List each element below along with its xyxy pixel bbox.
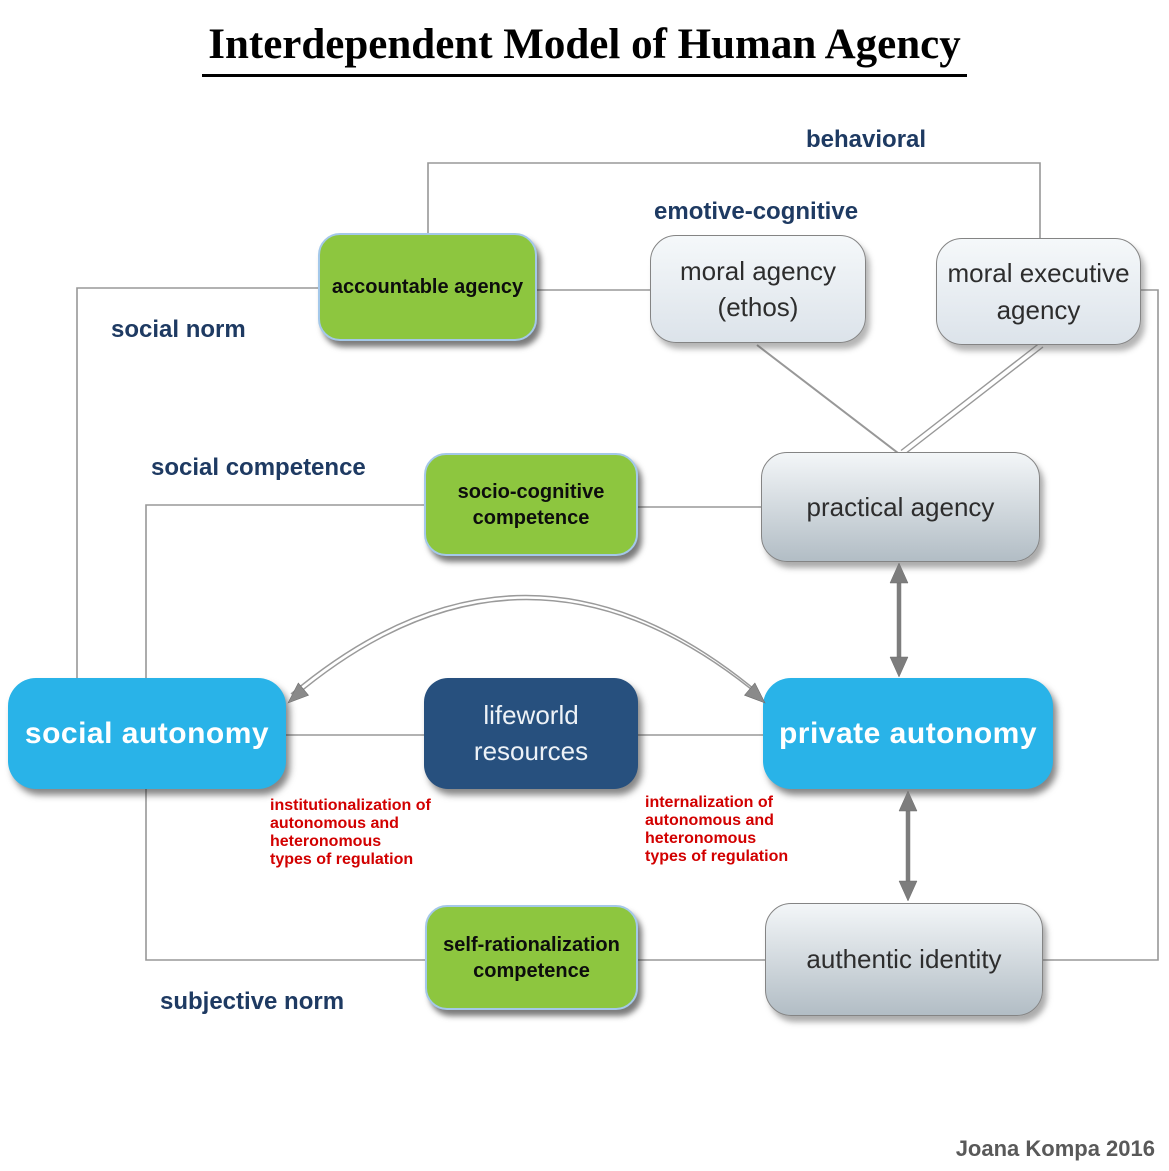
author-signature: Joana Kompa 2016 <box>955 1136 1155 1161</box>
node-authentic-identity: authentic identity <box>765 903 1043 1016</box>
arc-arrowhead-right <box>743 682 766 704</box>
arrowhead-practical-up <box>889 562 909 584</box>
annotation-internalization: internalization of autonomous and hetero… <box>645 794 789 865</box>
node-socio-cognitive-competence: socio-cognitive competence <box>424 453 638 556</box>
label-behavioral: behavioral <box>806 126 927 153</box>
arrowhead-private-bottom-up <box>898 790 918 812</box>
connector-social-norm-loop <box>76 287 334 682</box>
label-subjective-norm: subjective norm <box>160 988 345 1015</box>
label-emotive-cognitive: emotive-cognitive <box>654 198 859 225</box>
node-moral-executive-agency: moral executive agency <box>936 238 1141 345</box>
diagram-title-text: Interdependent Model of Human Agency <box>202 20 967 77</box>
arc-arrowhead-left <box>287 682 310 704</box>
node-self-rationalization-competence: self-rationalization competence <box>425 905 638 1010</box>
node-practical-agency: practical agency <box>761 452 1040 562</box>
diagram-title: Interdependent Model of Human Agency <box>0 20 1169 77</box>
connector-authentic-to-moral-executive-loop <box>1038 289 1159 961</box>
label-social-norm: social norm <box>111 316 246 343</box>
label-social-competence: social competence <box>151 454 366 481</box>
node-private-autonomy: private autonomy <box>763 678 1053 789</box>
node-accountable-agency: accountable agency <box>318 233 537 341</box>
node-moral-agency: moral agency (ethos) <box>650 235 866 343</box>
node-lifeworld-resources: lifeworld resources <box>424 678 638 789</box>
arrowhead-authentic-down <box>898 880 918 902</box>
connector-moral-executive-to-practical-b <box>904 346 1044 455</box>
connector-moral-agency-to-practical <box>756 344 899 454</box>
connector-moral-executive-to-practical-a <box>900 342 1040 452</box>
arrowhead-private-top-down <box>889 656 909 678</box>
connector-social-competence-loop <box>145 504 430 682</box>
annotation-institutionalization: institutionalization of autonomous and h… <box>270 797 431 868</box>
node-social-autonomy: social autonomy <box>8 678 286 789</box>
